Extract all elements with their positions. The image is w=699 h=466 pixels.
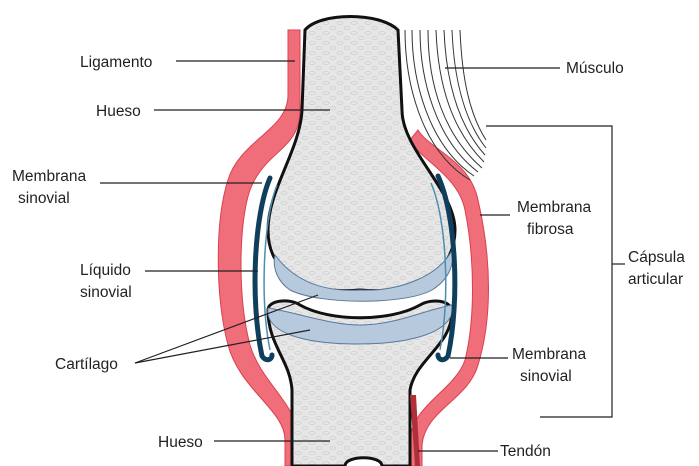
label-ligamento: Ligamento <box>80 54 152 71</box>
label-tendon: Tendón <box>500 443 551 460</box>
label-membrana-sinovial-right-1: Membrana <box>512 346 586 363</box>
label-membrana-fibrosa-2: fibrosa <box>527 221 574 238</box>
label-liquido-1: Líquido <box>80 262 131 279</box>
label-liquido-2: sinovial <box>80 284 132 301</box>
label-membrana-sinovial-left-1: Membrana <box>12 168 86 185</box>
label-hueso-top: Hueso <box>96 103 141 120</box>
label-membrana-sinovial-left-2: sinovial <box>18 190 70 207</box>
label-hueso-bottom: Hueso <box>158 434 203 451</box>
label-capsula-2: articular <box>628 271 683 288</box>
label-cartilago: Cartílago <box>55 356 118 373</box>
label-capsula-1: Cápsula <box>628 249 685 266</box>
label-membrana-sinovial-right-2: sinovial <box>520 368 572 385</box>
label-musculo: Músculo <box>566 60 624 77</box>
label-membrana-fibrosa-1: Membrana <box>517 199 591 216</box>
